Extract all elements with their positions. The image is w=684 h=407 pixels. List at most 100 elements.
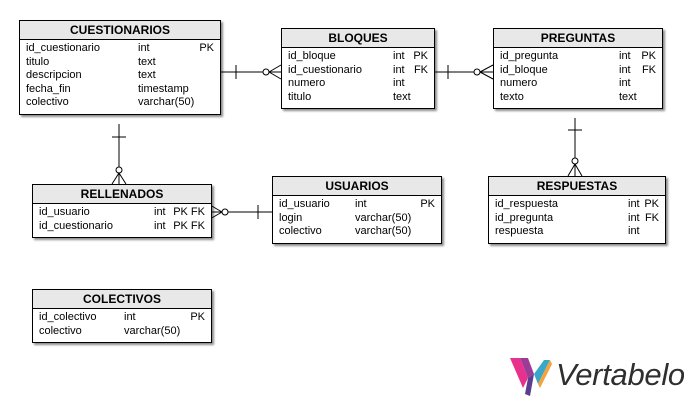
column-row: colectivo varchar(50) bbox=[39, 325, 205, 339]
column-name: id_cuestionario bbox=[39, 219, 113, 232]
relation-cuestionarios-bloques bbox=[219, 64, 282, 80]
column-type: int bbox=[154, 219, 166, 232]
column-name: id_usuario bbox=[39, 206, 90, 218]
column-key: FK bbox=[413, 63, 428, 76]
column-name: respuesta bbox=[495, 225, 544, 237]
column-type: varchar(50) bbox=[124, 324, 181, 337]
column-row: id_usuario int PK FK bbox=[39, 206, 205, 220]
entity-title: RELLENADOS bbox=[33, 185, 211, 204]
relation-preguntas-respuestas bbox=[567, 118, 583, 177]
column-key: PK FK bbox=[173, 206, 205, 218]
column-name: colectivo bbox=[279, 225, 322, 237]
entity-title: COLECTIVOS bbox=[33, 290, 211, 309]
column-type: varchar(50) bbox=[355, 225, 412, 237]
column-key: PK bbox=[199, 42, 214, 54]
column-row: id_cuestionario int PK bbox=[26, 42, 214, 56]
column-key: PK bbox=[641, 50, 656, 62]
logo-shape bbox=[534, 360, 550, 384]
column-row: id_pregunta int PK bbox=[500, 50, 656, 64]
column-name: fecha_fin bbox=[26, 82, 71, 95]
column-type: varchar(50) bbox=[355, 211, 412, 224]
column-row: numero int bbox=[500, 77, 656, 91]
entity-cuestionarios[interactable]: CUESTIONARIOS id_cuestionario int PK titulo… bbox=[19, 20, 221, 115]
column-key: PK bbox=[413, 50, 428, 62]
entity-title: BLOQUES bbox=[282, 29, 434, 48]
column-type: int bbox=[619, 50, 631, 62]
column-type: int bbox=[138, 42, 150, 54]
vertabelo-logo-icon bbox=[510, 358, 552, 396]
logo-shape bbox=[520, 358, 534, 378]
column-name: titulo bbox=[26, 55, 50, 68]
column-type: varchar(50) bbox=[138, 96, 195, 108]
column-name: id_pregunta bbox=[500, 50, 559, 62]
entity-title: USUARIOS bbox=[273, 177, 441, 196]
column-name: texto bbox=[500, 90, 524, 103]
logo-shape bbox=[538, 360, 552, 388]
logo-shape bbox=[525, 374, 534, 396]
column-name: id_pregunta bbox=[495, 211, 554, 224]
relation-cuestionarios-rellenados bbox=[111, 124, 127, 185]
column-type: int bbox=[393, 63, 405, 76]
column-type: int bbox=[628, 198, 640, 210]
column-type: text bbox=[138, 69, 156, 81]
logo-text: Vertabelo bbox=[556, 357, 684, 392]
column-row: fecha_fin timestamp bbox=[26, 83, 214, 97]
column-key: PK bbox=[644, 198, 659, 210]
column-key: PK bbox=[420, 198, 435, 210]
column-name: numero bbox=[500, 77, 538, 89]
column-row: id_pregunta int FK bbox=[495, 212, 659, 226]
column-name: id_bloque bbox=[288, 50, 336, 62]
column-name: id_cuestionario bbox=[26, 42, 100, 54]
logo-shape bbox=[510, 358, 528, 388]
column-name: descripcion bbox=[26, 69, 82, 81]
column-row: titulo text bbox=[288, 91, 428, 105]
entity-title: CUESTIONARIOS bbox=[20, 21, 220, 40]
entity-title: RESPUESTAS bbox=[489, 177, 665, 196]
column-type: int bbox=[154, 206, 166, 218]
entity-title: PREGUNTAS bbox=[494, 29, 662, 48]
relation-bloques-preguntas bbox=[433, 64, 494, 80]
column-row: titulo text bbox=[26, 56, 214, 70]
relation-usuarios-rellenados bbox=[209, 204, 272, 220]
column-name: id_bloque bbox=[500, 63, 548, 76]
column-type: text bbox=[393, 90, 411, 103]
column-key: FK bbox=[641, 63, 656, 76]
column-name: id_colectivo bbox=[39, 311, 97, 323]
column-type: int bbox=[355, 198, 367, 210]
column-row: respuesta int bbox=[495, 225, 659, 239]
column-key: FK bbox=[644, 211, 659, 224]
column-type: int bbox=[619, 77, 631, 89]
column-type: int bbox=[393, 50, 405, 62]
column-name: titulo bbox=[288, 90, 312, 103]
column-name: colectivo bbox=[26, 96, 69, 108]
column-key: PK FK bbox=[173, 219, 205, 232]
column-row: id_bloque int FK bbox=[500, 64, 656, 78]
column-name: id_respuesta bbox=[495, 198, 558, 210]
column-row: colectivo varchar(50) bbox=[279, 225, 435, 239]
column-row: id_cuestionario int PK FK bbox=[39, 220, 205, 234]
column-name: id_cuestionario bbox=[288, 63, 362, 76]
column-type: int bbox=[628, 211, 640, 224]
column-row: id_respuesta int PK bbox=[495, 198, 659, 212]
column-type: int bbox=[393, 77, 405, 89]
column-type: timestamp bbox=[138, 82, 189, 95]
column-row: id_bloque int PK bbox=[288, 50, 428, 64]
column-type: text bbox=[138, 55, 156, 68]
column-name: colectivo bbox=[39, 324, 82, 337]
column-name: login bbox=[279, 211, 303, 224]
column-type: int bbox=[628, 225, 640, 237]
column-type: int bbox=[619, 63, 631, 76]
column-row: login varchar(50) bbox=[279, 212, 435, 226]
vertabelo-logo: Vertabelo bbox=[508, 354, 684, 398]
